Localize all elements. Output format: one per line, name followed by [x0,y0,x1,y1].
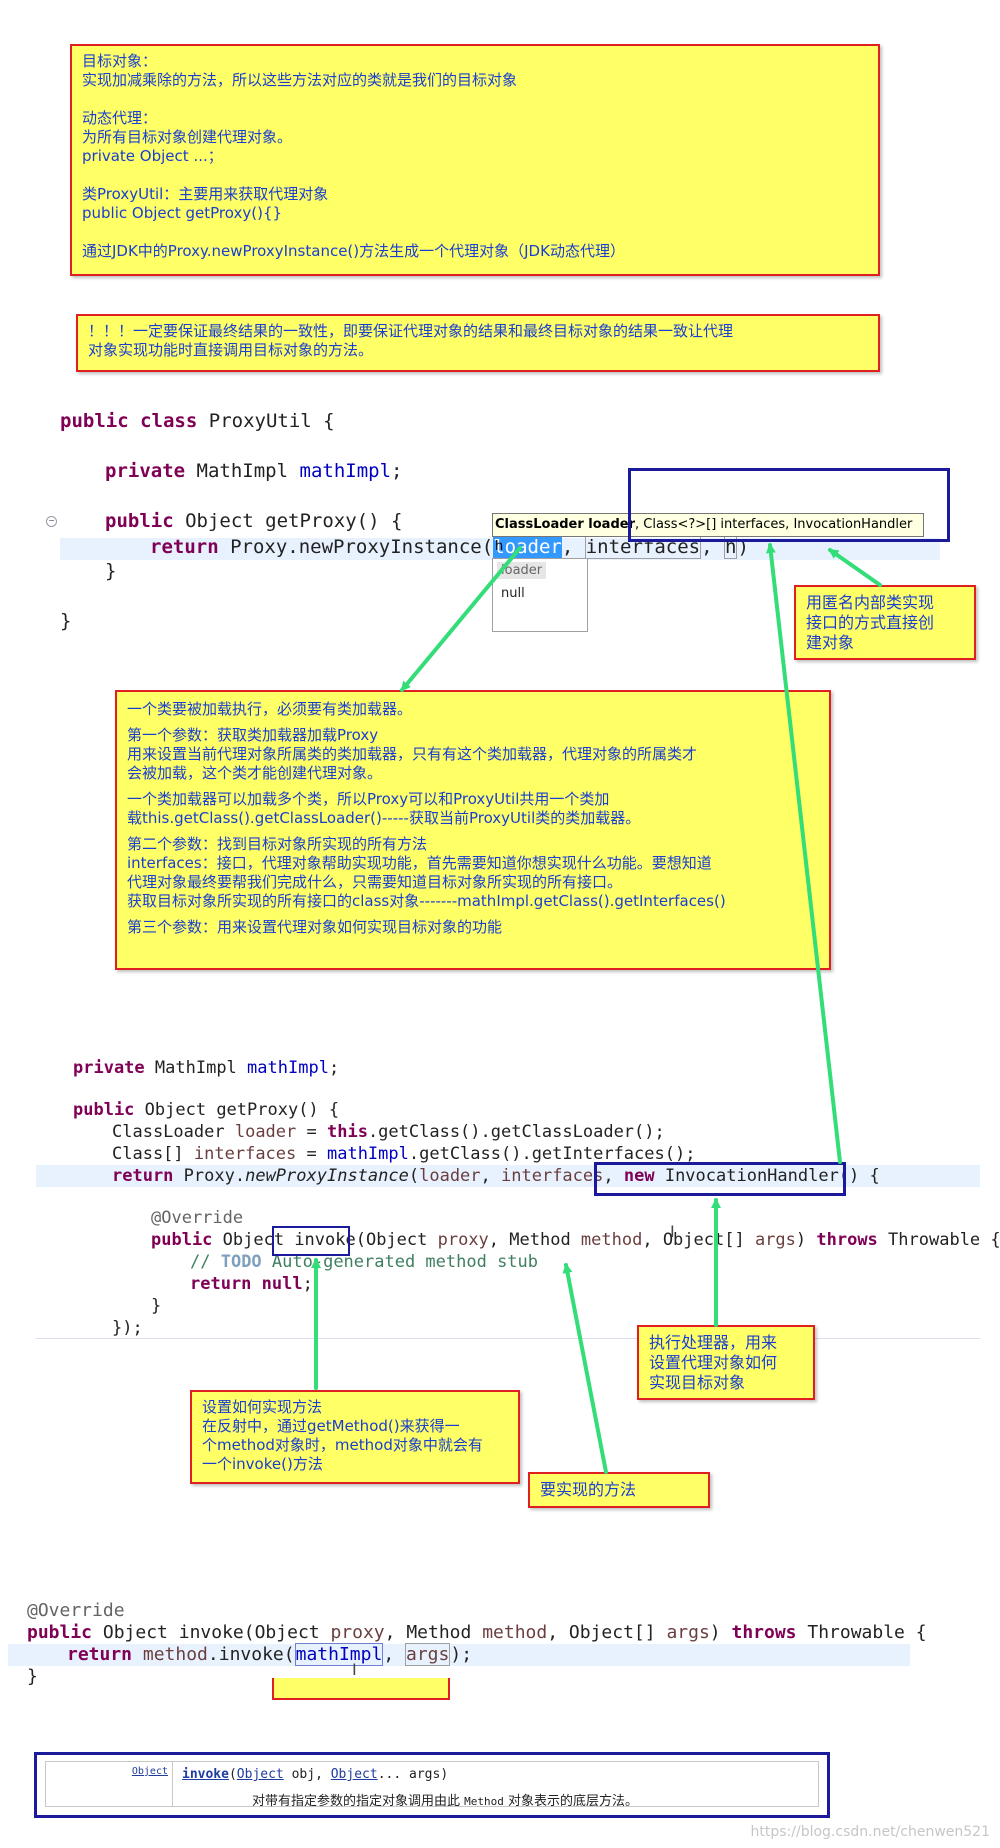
arrow-to-params-box [828,548,882,587]
note-line: 第三个参数：用来设置代理对象如何实现目标对象的功能 [127,918,503,936]
note-line: ！！！一定要保证最终结果的一致性，即要保证代理对象的结果和最终目标对象的结果一致… [88,322,734,340]
note-line: 动态代理： [82,109,158,127]
javadoc-return-type-link[interactable]: Object [131,1766,168,1777]
text-cursor-icon: I [670,1222,675,1241]
note-line: 一个invoke()方法 [202,1455,323,1473]
arg-h[interactable]: h [724,535,738,559]
note-target-object: 目标对象： 实现加减乘除的方法，所以这些方法对应的类就是我们的目标对象 动态代理… [70,44,880,276]
code-line: private MathImpl mathImpl; [105,460,403,482]
note-anonymous-class: 用匿名内部类实现 接口的方式直接创 建对象 [794,585,976,660]
selected-arg-loader[interactable]: loader [493,536,562,558]
note-line: private Object ...； [82,147,223,165]
note-line: public Object getProxy(){} [82,204,283,222]
code-line: }); [112,1318,143,1338]
code-line: public Object invoke(Object proxy, Metho… [27,1622,927,1643]
code-line: } [151,1296,162,1316]
note-line: 接口的方式直接创 [806,613,935,632]
highlight-box-invoke [272,1226,350,1256]
note-method: 要实现的方法 [528,1472,710,1508]
code-block-proxyutil: − public class ProxyUtil { private MathI… [46,398,950,660]
text-cursor-icon: I [352,1660,357,1679]
code-line: @Override [151,1208,244,1228]
note-line: 通过JDK中的Proxy.newProxyInstance()方法生成一个代理对… [82,242,625,260]
note-line: 代理对象最终要帮我们完成什么，只需要知道目标对象所实现的所有接口。 [127,873,623,891]
arrow-to-loader [400,546,522,692]
code-line: Class[] interfaces = mathImpl.getClass()… [112,1144,696,1164]
current-line-highlight [8,1644,910,1666]
note-line: 用来设置当前代理对象所属类的类加载器，只有有这个类加载器，代理对象的所属类才 [127,745,698,763]
code-line: ClassLoader loader = this.getClass().get… [112,1122,665,1142]
code-line: return method.invoke(mathImpl, args); [67,1643,473,1666]
note-line: 类ProxyUtil：主要用来获取代理对象 [82,185,329,203]
note-line: 执行处理器，用来 [649,1333,778,1352]
code-line: public Object getProxy() { [73,1100,340,1120]
note-fragment [272,1678,450,1700]
javadoc-param-link[interactable]: Object [236,1767,284,1782]
note-line: interfaces：接口，代理对象帮助实现功能，首先需要知道你想实现什么功能。… [127,854,712,872]
note-line: 对象实现功能时直接调用目标对象的方法。 [88,341,374,359]
javadoc-description: 对带有指定参数的指定对象调用由此 Method 对象表示的底层方法。 [252,1794,639,1809]
autocomplete-item-null[interactable]: null [501,586,525,601]
note-line: 在反射中，通过getMethod()来获得一 [202,1417,460,1435]
note-line: 为所有目标对象创建代理对象。 [82,128,293,146]
note-line: 建对象 [806,633,855,652]
note-line: 目标对象： [82,52,158,70]
note-consistency: ！！！一定要保证最终结果的一致性，即要保证代理对象的结果和最终目标对象的结果一致… [76,314,880,372]
code-line: public Object getProxy() { [105,510,403,532]
note-line: 用匿名内部类实现 [806,593,935,612]
note-invoke-method: 设置如何实现方法 在反射中，通过getMethod()来获得一 个method对… [190,1390,520,1484]
arg-mathimpl[interactable]: mathImpl [294,1643,384,1666]
javadoc-type-cell: Object [46,1762,173,1806]
highlight-box-parameters [628,468,950,542]
parameter-hint-tooltip: ClassLoader loader, Class<?>[] interface… [492,513,924,554]
code-line: } [27,1666,38,1687]
arrow-to-method [562,1263,608,1474]
javadoc-row: Object invoke(Object obj, Object... args… [45,1761,819,1809]
code-line: @Override [27,1600,125,1621]
note-line: 获取目标对象所实现的所有接口的class对象-------mathImpl.ge… [127,892,726,910]
code-line: // TODO Auto-generated method stub [190,1252,539,1272]
note-parameters: 一个类要被加载执行，必须要有类加载器。 第一个参数：获取类加载器加载Proxy … [115,690,831,970]
highlight-box-invocation-handler [594,1162,846,1196]
code-line: public Object invoke(Object proxy, Metho… [151,1230,1000,1250]
note-line: 实现加减乘除的方法，所以这些方法对应的类就是我们的目标对象 [82,71,518,89]
arg-args[interactable]: args [405,1643,451,1666]
current-line-highlight [36,1165,980,1187]
arrow-from-handler-box [765,543,842,1164]
autocomplete-item-loader[interactable]: loader [497,562,547,579]
code-line: private MathImpl mathImpl; [73,1058,340,1078]
code-line: return Proxy.newProxyInstance(loader, in… [150,535,749,559]
fold-marker-icon[interactable]: − [46,516,57,527]
code-line: return Proxy.newProxyInstance(loader, in… [112,1166,880,1186]
note-line: 设置代理对象如何 [649,1353,778,1372]
javadoc-param-link[interactable]: Object [330,1767,378,1782]
javadoc-method-summary: Object invoke(Object obj, Object... args… [34,1752,830,1818]
code-line: public class ProxyUtil { [60,410,335,432]
javadoc-method-link[interactable]: invoke [182,1767,229,1782]
note-line: 一个类加载器可以加载多个类，所以Proxy可以和ProxyUtil共用一个类加 [127,790,610,808]
code-block-getproxy: private MathImpl mathImpl; public Object… [36,1050,1000,1350]
code-line: } [60,610,72,632]
code-line: } [105,560,117,582]
note-line: 第一个参数：获取类加载器加载Proxy [127,726,379,744]
note-line: 设置如何实现方法 [202,1398,323,1416]
note-line: 要实现的方法 [540,1480,637,1499]
code-block-invoke: @Override public Object invoke(Object pr… [0,1596,927,1696]
note-line: 会被加载，这个类才能创建代理对象。 [127,764,383,782]
note-line: 第二个参数：找到目标对象所实现的所有方法 [127,835,428,853]
divider [36,1338,980,1339]
watermark: https://blog.csdn.net/chenwen521 [750,1824,990,1840]
javadoc-signature: invoke(Object obj, Object... args) [182,1767,449,1782]
note-line: 一个类要被加载执行，必须要有类加载器。 [127,700,413,718]
code-line: return null; [190,1274,313,1294]
note-line: 载this.getClass().getClassLoader()-----获取… [127,809,641,827]
autocomplete-popup: loader null [492,558,588,632]
note-line: 个method对象时，method对象中就会有 [202,1436,483,1454]
note-line: 实现目标对象 [649,1373,746,1392]
note-invocation-handler: 执行处理器，用来 设置代理对象如何 实现目标对象 [637,1325,815,1400]
